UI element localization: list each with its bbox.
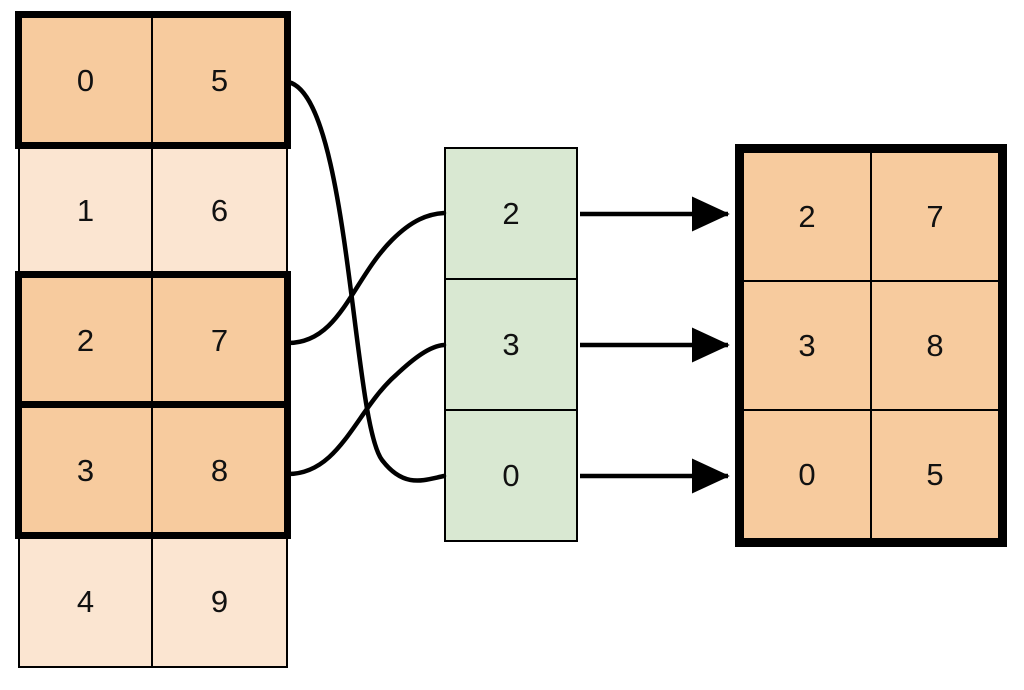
- result-array-table: 2 7 3 8 0 5: [742, 151, 1000, 540]
- curve-source-row-3-to-index-1: [285, 342, 447, 477]
- result-cell-value: 5: [926, 457, 944, 492]
- index-vector-column: 2 3 0: [444, 147, 578, 542]
- source-cell-value: 4: [76, 583, 95, 619]
- index-cell-1[interactable]: 3: [444, 278, 578, 411]
- source-cell-r0c1[interactable]: 5: [151, 14, 288, 146]
- result-cell-value: 7: [926, 199, 944, 234]
- index-cell-value: 3: [502, 327, 520, 362]
- result-cell-r1c0[interactable]: 3: [742, 280, 872, 411]
- result-cell-value: 2: [798, 199, 816, 234]
- result-cell-r2c1[interactable]: 5: [870, 409, 1000, 540]
- curve-source-row-0-to-index-2: [285, 79, 447, 483]
- result-cell-value: 8: [926, 328, 944, 363]
- source-array-table: 0 5 1 6 2 7 3 8 4 9: [18, 14, 288, 672]
- source-cell-value: 9: [210, 583, 229, 619]
- index-cell-value: 0: [502, 458, 520, 493]
- result-cell-value: 3: [798, 328, 816, 363]
- curve-source-row-2-to-index-0: [285, 210, 447, 346]
- index-cell-0[interactable]: 2: [444, 147, 578, 280]
- source-cell-r2c0[interactable]: 2: [18, 274, 153, 406]
- source-cell-r0c0[interactable]: 0: [18, 14, 153, 146]
- source-cell-r3c0[interactable]: 3: [18, 404, 153, 536]
- result-cell-value: 0: [798, 457, 816, 492]
- source-cell-value: 3: [76, 452, 95, 488]
- result-cell-r0c1[interactable]: 7: [870, 151, 1000, 282]
- source-cell-value: 8: [210, 452, 229, 488]
- source-cell-value: 5: [210, 62, 229, 98]
- source-cell-r1c0[interactable]: 1: [18, 144, 153, 276]
- index-cell-value: 2: [502, 196, 520, 231]
- source-rows-2-3-inner-divider: [22, 401, 284, 408]
- source-cell-r4c1[interactable]: 9: [151, 534, 288, 668]
- result-cell-r0c0[interactable]: 2: [742, 151, 872, 282]
- source-cell-value: 6: [210, 192, 229, 228]
- source-cell-value: 1: [76, 192, 95, 228]
- source-cell-value: 0: [76, 62, 95, 98]
- source-cell-value: 2: [76, 322, 95, 358]
- source-cell-value: 7: [210, 322, 229, 358]
- source-cell-r4c0[interactable]: 4: [18, 534, 153, 668]
